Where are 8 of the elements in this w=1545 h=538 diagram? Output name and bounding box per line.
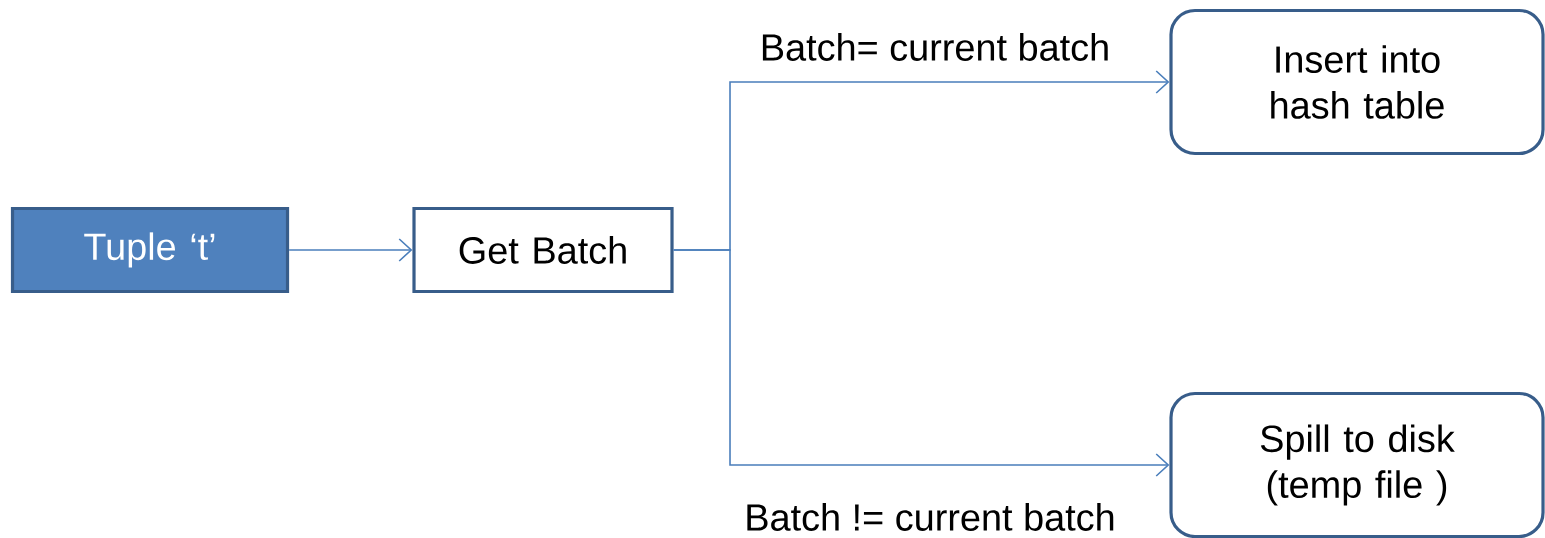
process-box: Tuple ‘t’ — [10, 206, 290, 294]
connector-arrow — [672, 249, 1170, 477]
rounded-box: Spill to disk (temp file ) — [1169, 391, 1545, 538]
rounded-box: Insert into hash table — [1169, 8, 1545, 156]
edge-label: Batch= current batch — [757, 31, 1113, 63]
edge-label: Batch != current batch — [742, 501, 1118, 533]
process-box: Get Batch — [412, 206, 674, 294]
connector-arrow — [288, 238, 413, 262]
